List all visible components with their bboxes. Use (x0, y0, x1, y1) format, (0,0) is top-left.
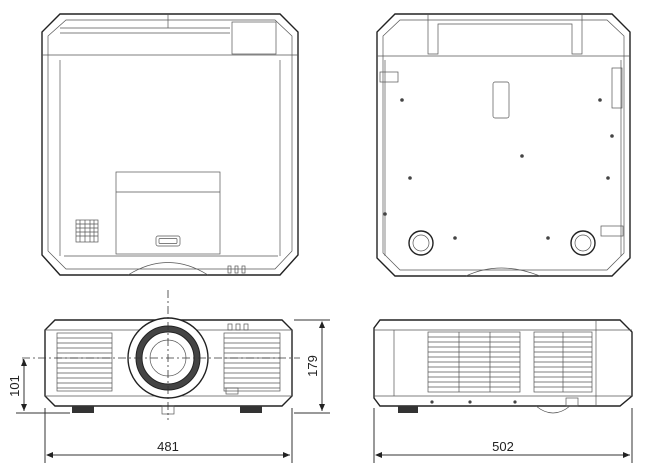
bottom-view (376, 13, 631, 277)
width-side-label: 502 (492, 439, 514, 454)
right-vent (223, 332, 281, 392)
side-vent-large (427, 331, 521, 393)
height-label: 179 (305, 355, 320, 377)
top-view (41, 13, 299, 276)
side-vent-small (533, 331, 593, 393)
side-view (373, 319, 633, 414)
lens-height-tick: ' (22, 356, 24, 371)
front-view (44, 317, 293, 415)
width-front-label: 481 (157, 439, 179, 454)
lens-height-label: 101 (7, 375, 22, 397)
speaker-grille (75, 219, 99, 243)
